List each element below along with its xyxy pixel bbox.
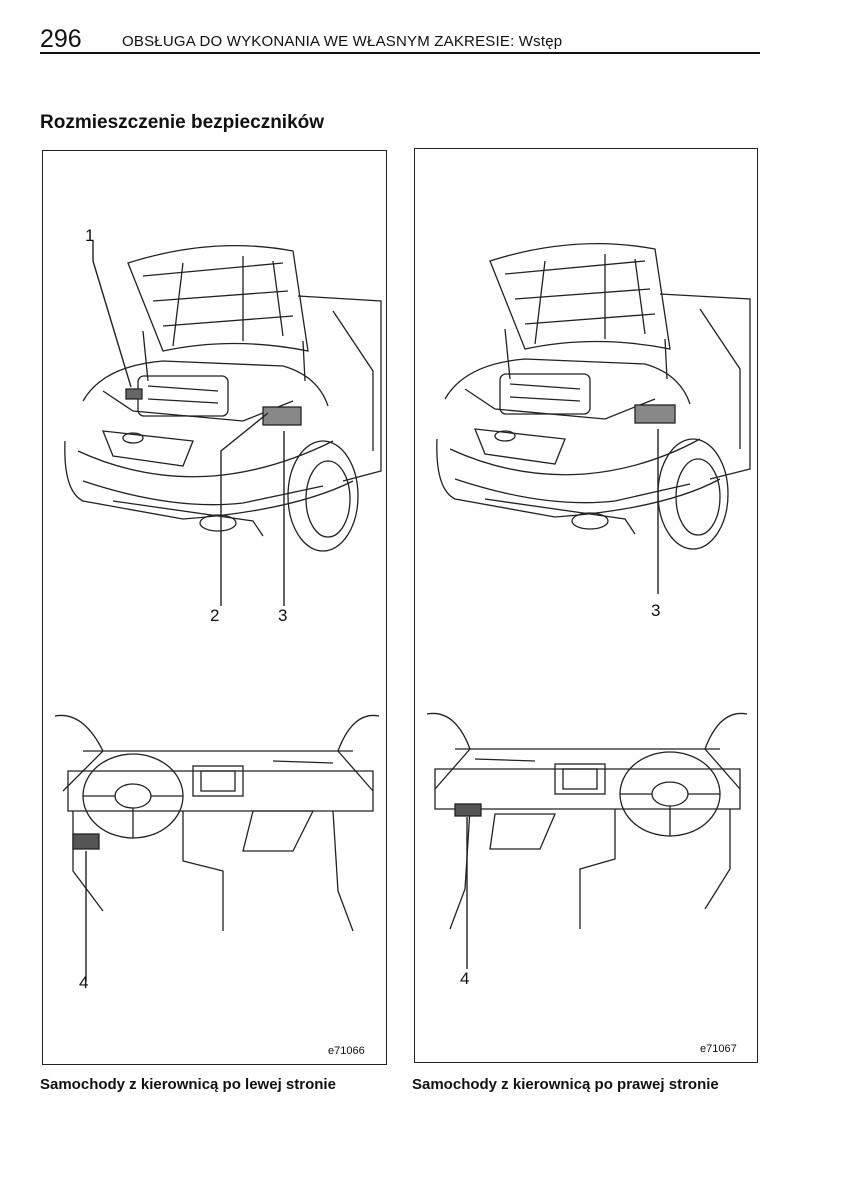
callout-2: 2 [210,606,220,625]
figure-code: e71067 [700,1043,737,1055]
section-title: Rozmieszczenie bezpieczników [40,112,325,133]
figure-left-hand-drive: 1 2 3 4 e71066 [42,150,387,1065]
caption-right: Samochody z kierownicą po prawej stronie [412,1076,719,1093]
figure-right-hand-drive: 3 4 e71067 [414,148,758,1063]
callout-3: 3 [651,601,661,620]
engine-bay-illustration [426,243,751,969]
page-number: 296 [40,25,82,53]
engine-bay-illustration [54,241,382,981]
running-head: OBSŁUGA DO WYKONANIA WE WŁASNYM ZAKRESIE… [122,33,563,50]
figure-code: e71066 [328,1045,365,1057]
callout-4: 4 [79,973,89,992]
callout-4: 4 [460,969,470,988]
callout-1: 1 [85,226,95,245]
callout-3: 3 [278,606,288,625]
header-rule [40,52,760,54]
caption-left: Samochody z kierownicą po lewej stronie [40,1076,336,1093]
